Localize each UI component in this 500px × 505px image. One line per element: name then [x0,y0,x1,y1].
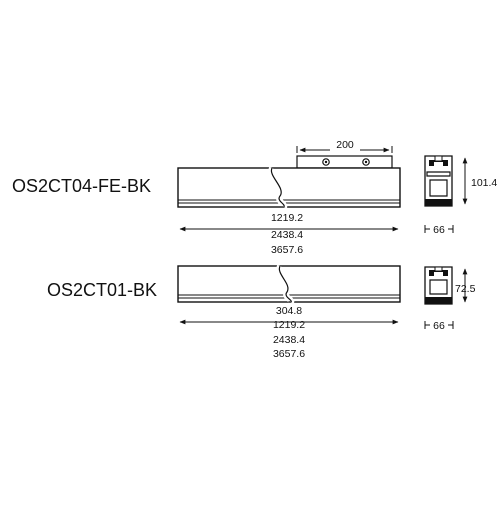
product-1-length-dimension: 1219.2 2438.4 3657.6 [179,212,399,256]
product-2-height: 72.5 [455,283,476,295]
product-2-end-profile: 72.5 66 [424,266,476,332]
product-2-drawing: OS2CT01-BK 304.8 1219.2 2438.4 3657.6 [47,264,476,360]
product-2-length-dimension: 304.8 1219.2 2438.4 3657.6 [179,305,399,360]
product-2-model-label: OS2CT01-BK [47,280,157,300]
product-1-fixture-body [177,166,401,209]
product-1-bracket-length: 200 [336,139,354,151]
product-1-length-1: 2438.4 [271,229,303,241]
product-2-fixture-body [177,264,401,305]
product-2-width: 66 [433,320,445,332]
product-2-length-1: 1219.2 [273,319,305,331]
product-2-length-3: 3657.6 [273,348,305,360]
product-1-model-label: OS2CT04-FE-BK [12,176,151,196]
product-1-bracket-dimension: 200 [296,139,393,153]
product-1-mounting-bracket [296,155,393,169]
product-1-length-2: 3657.6 [271,244,303,256]
product-2-length-2: 2438.4 [273,334,305,346]
product-1-drawing: OS2CT04-FE-BK 200 [12,139,497,256]
product-1-height: 101.4 [471,177,497,189]
product-1-width: 66 [433,224,445,236]
product-1-length-0: 1219.2 [271,212,303,224]
product-1-end-profile: 101.4 66 [424,155,497,236]
product-2-length-0: 304.8 [276,305,302,317]
